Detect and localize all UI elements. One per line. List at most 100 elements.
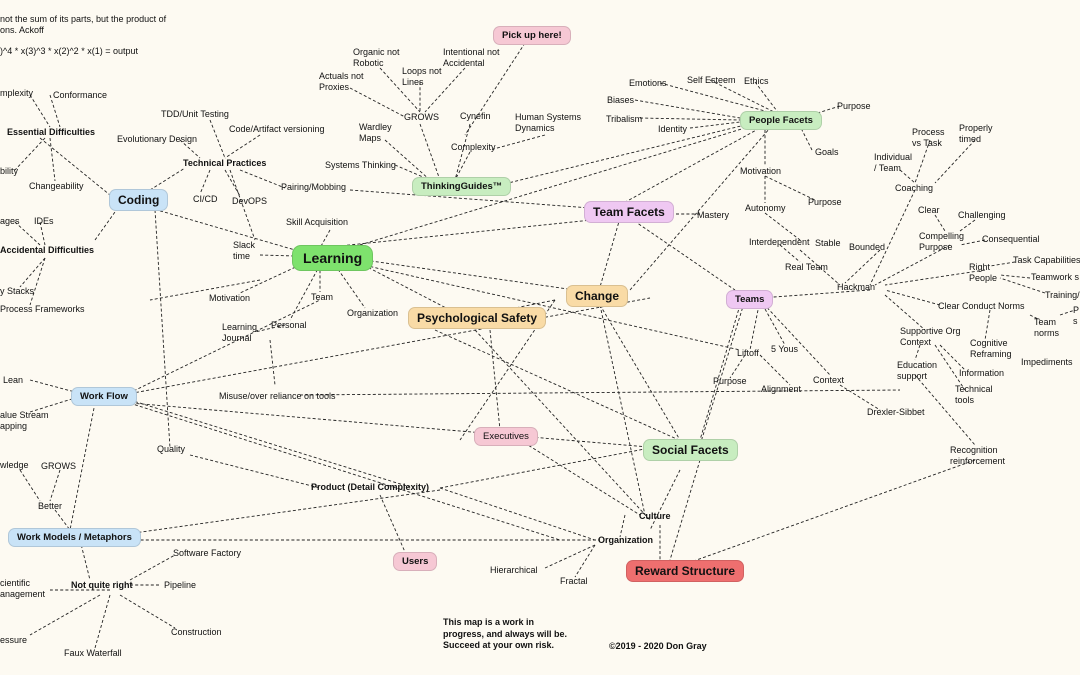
node-p-s[interactable]: P s <box>1073 305 1080 326</box>
node-complexity-top[interactable]: Complexity <box>451 142 496 152</box>
node-reward-structure[interactable]: Reward Structure <box>626 560 745 582</box>
node-executives[interactable]: Executives <box>474 427 538 446</box>
node-ethics[interactable]: Ethics <box>744 76 769 86</box>
node-coding[interactable]: Coding <box>109 189 169 211</box>
node-systems-thinking[interactable]: Systems Thinking <box>325 160 396 170</box>
node-bility[interactable]: bility <box>0 166 19 176</box>
node-scientific-management[interactable]: cientific anagement <box>0 578 46 599</box>
node-complexity-left[interactable]: mplexity <box>0 88 34 98</box>
node-intentional-not-accidental[interactable]: Intentional not Accidental <box>443 47 500 68</box>
node-wardley-maps[interactable]: Wardley Maps <box>359 122 392 143</box>
node-teamwork-s[interactable]: Teamwork s <box>1031 272 1080 282</box>
node-motivation-right[interactable]: Motivation <box>740 166 782 176</box>
node-purpose-mid[interactable]: Purpose <box>808 197 842 207</box>
node-evolutionary-design[interactable]: Evolutionary Design <box>117 134 198 144</box>
node-accidental-difficulties[interactable]: Accidental Difficulties <box>0 245 95 255</box>
node-individual-team[interactable]: Individual / Team <box>874 152 913 173</box>
node-faux-waterfall[interactable]: Faux Waterfall <box>64 648 122 658</box>
node-consequential[interactable]: Consequential <box>982 234 1040 244</box>
node-real-team[interactable]: Real Team <box>785 262 828 272</box>
node-pipeline[interactable]: Pipeline <box>164 580 197 590</box>
node-goals[interactable]: Goals <box>815 147 839 157</box>
node-psychological-safety[interactable]: Psychological Safety <box>408 307 547 329</box>
node-culture[interactable]: Culture <box>639 511 671 521</box>
node-right-people[interactable]: Right People <box>969 262 998 283</box>
node-misuse-tools[interactable]: Misuse/over reliance on tools <box>219 391 336 401</box>
node-conformance[interactable]: Conformance <box>53 90 108 100</box>
node-construction[interactable]: Construction <box>171 627 222 637</box>
node-users[interactable]: Users <box>393 552 438 571</box>
node-team-facets[interactable]: Team Facets <box>584 201 674 223</box>
node-purpose-low[interactable]: Purpose <box>713 376 747 386</box>
node-code-artifact-versioning[interactable]: Code/Artifact versioning <box>229 124 325 134</box>
node-wledge[interactable]: wledge <box>0 460 29 470</box>
node-people-facets[interactable]: People Facets <box>740 111 822 130</box>
node-grows-top[interactable]: GROWS <box>404 112 439 122</box>
node-liftoff[interactable]: Liftoff <box>737 348 759 358</box>
node-devops[interactable]: DevOPS <box>232 196 268 206</box>
node-training[interactable]: Training/ <box>1045 290 1080 300</box>
node-autonomy[interactable]: Autonomy <box>745 203 786 213</box>
node-alignment[interactable]: Alignment <box>761 384 802 394</box>
node-personal[interactable]: Personal <box>271 320 307 330</box>
node-not-quite-right[interactable]: Not quite right <box>71 580 133 590</box>
node-hierarchical[interactable]: Hierarchical <box>490 565 538 575</box>
node-work-flow[interactable]: Work Flow <box>71 387 137 406</box>
node-coaching[interactable]: Coaching <box>895 183 934 193</box>
node-ages[interactable]: ages <box>0 216 20 226</box>
node-stable[interactable]: Stable <box>815 238 841 248</box>
node-properly-timed[interactable]: Properly timed <box>959 123 993 144</box>
node-motivation-left[interactable]: Motivation <box>209 293 251 303</box>
node-actuals-not-proxies[interactable]: Actuals not Proxies <box>319 71 364 92</box>
node-teams[interactable]: Teams <box>726 290 774 309</box>
node-challenging[interactable]: Challenging <box>958 210 1006 220</box>
node-drexler-sibbet[interactable]: Drexler-Sibbet <box>867 407 925 417</box>
node-changeability[interactable]: Changeability <box>29 181 84 191</box>
node-mastery[interactable]: Mastery <box>697 210 730 220</box>
node-ides[interactable]: IDEs <box>34 216 54 226</box>
node-interdependent[interactable]: Interdependent <box>749 237 810 247</box>
node-emotions[interactable]: Emotions <box>629 78 667 88</box>
node-technical-tools[interactable]: Technical tools <box>955 384 993 405</box>
node-five-yous[interactable]: 5 Yous <box>771 344 799 354</box>
node-team-small[interactable]: Team <box>311 292 334 302</box>
node-organic-not-robotic[interactable]: Organic not Robotic <box>353 47 400 68</box>
node-supportive-org-context[interactable]: Supportive Org Context <box>900 326 961 347</box>
node-hackman[interactable]: Hackman <box>837 282 876 292</box>
node-lean[interactable]: Lean <box>3 375 24 385</box>
node-thinking-guides[interactable]: ThinkingGuides™ <box>412 177 512 196</box>
node-social-facets[interactable]: Social Facets <box>643 439 738 461</box>
node-self-esteem[interactable]: Self Esteem <box>687 75 736 85</box>
node-recognition-reinforcement[interactable]: Recognition reinforcement <box>950 445 1006 466</box>
node-ci-cd[interactable]: CI/CD <box>193 194 218 204</box>
node-compelling-purpose[interactable]: Compelling Purpose <box>919 231 965 252</box>
node-bounded[interactable]: Bounded <box>849 242 886 252</box>
node-human-systems-dynamics[interactable]: Human Systems Dynamics <box>515 112 582 133</box>
node-learning-journal[interactable]: Learning Journal <box>222 322 258 343</box>
node-pairing-mobbing[interactable]: Pairing/Mobbing <box>281 182 347 192</box>
node-identity[interactable]: Identity <box>658 124 688 134</box>
node-essential-difficulties[interactable]: Essential Difficulties <box>7 127 96 137</box>
node-cognitive-reframing[interactable]: Cognitive Reframing <box>970 338 1012 359</box>
node-process-vs-task[interactable]: Process vs Task <box>912 127 945 148</box>
node-learning[interactable]: Learning <box>292 245 374 271</box>
node-product-detail-complexity[interactable]: Product (Detail Complexity) <box>311 482 430 492</box>
node-organization[interactable]: Organization <box>598 535 654 545</box>
node-better[interactable]: Better <box>38 501 63 511</box>
node-y-stacks[interactable]: y Stacks <box>0 286 35 296</box>
node-organization-small[interactable]: Organization <box>347 308 399 318</box>
node-essure[interactable]: essure <box>0 635 28 645</box>
node-slack-time[interactable]: Slack time <box>233 240 256 261</box>
node-loops-not-lines[interactable]: Loops not Lines <box>402 66 442 87</box>
node-education-support[interactable]: Education support <box>897 360 938 381</box>
node-fractal[interactable]: Fractal <box>560 576 588 586</box>
node-cynefin[interactable]: Cynefin <box>460 111 491 121</box>
node-information[interactable]: Information <box>959 368 1005 378</box>
node-work-models-metaphors[interactable]: Work Models / Metaphors <box>8 528 141 547</box>
node-clear[interactable]: Clear <box>918 205 940 215</box>
node-value-stream-mapping[interactable]: alue Stream apping <box>0 410 49 431</box>
node-impediments[interactable]: Impediments <box>1021 357 1073 367</box>
node-quality[interactable]: Quality <box>157 444 186 454</box>
node-tdd-unit-testing[interactable]: TDD/Unit Testing <box>161 109 229 119</box>
node-team-norms[interactable]: Team norms <box>1034 317 1060 338</box>
